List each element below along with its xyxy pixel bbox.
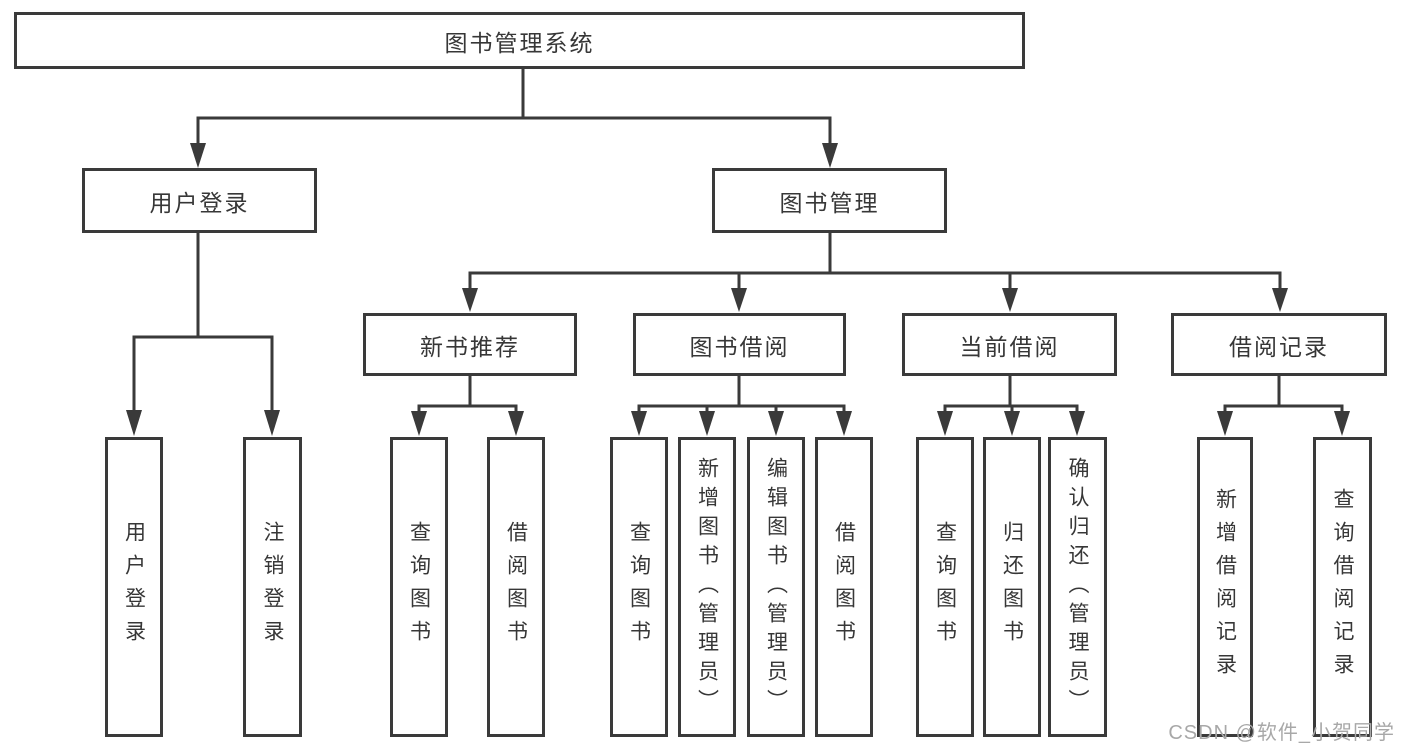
node-book-borrowing: 图书借阅 <box>633 313 846 376</box>
arrowhead <box>731 288 747 312</box>
leaf-confirm-return-admin: 确认归还（管理员） <box>1048 437 1107 737</box>
connector-line <box>196 69 832 144</box>
leaf-query-books-recommend: 查询图书 <box>390 437 448 737</box>
arrowhead <box>190 143 206 168</box>
arrowhead <box>1217 411 1233 436</box>
connector-line <box>1223 376 1344 413</box>
arrowhead <box>126 410 142 436</box>
arrowhead <box>768 411 784 436</box>
connector-new-book-branch <box>411 376 524 436</box>
node-new-book-recommend: 新书推荐 <box>363 313 577 376</box>
arrowhead <box>937 411 953 436</box>
arrowhead <box>1002 288 1018 312</box>
node-book-management: 图书管理 <box>712 168 947 233</box>
connector-current-borrow-branch <box>937 376 1085 436</box>
node-user-login: 用户登录 <box>82 168 317 233</box>
connector-borrow-records-branch <box>1217 376 1350 436</box>
connector-line <box>132 233 274 412</box>
node-borrowing-records: 借阅记录 <box>1171 313 1387 376</box>
arrowhead <box>631 411 647 436</box>
arrowhead <box>1334 411 1350 436</box>
leaf-add-book-admin: 新增图书（管理员） <box>678 437 736 737</box>
arrowhead <box>836 411 852 436</box>
arrowhead <box>1004 411 1020 436</box>
arrowhead <box>822 143 838 168</box>
leaf-return-book: 归还图书 <box>983 437 1041 737</box>
arrowhead <box>1069 411 1085 436</box>
arrowhead <box>1272 288 1288 312</box>
connector-user-login-branch <box>126 233 280 436</box>
leaf-borrow-books-recommend: 借阅图书 <box>487 437 545 737</box>
arrowhead <box>699 411 715 436</box>
connector-line <box>943 376 1079 413</box>
connector-line <box>417 376 518 413</box>
arrowhead <box>264 410 280 436</box>
leaf-logout: 注销登录 <box>243 437 302 737</box>
arrowhead <box>411 411 427 436</box>
leaf-query-books-current: 查询图书 <box>916 437 974 737</box>
arrowhead <box>462 288 478 312</box>
connector-root-to-level2 <box>190 69 838 168</box>
leaf-query-books-borrowing: 查询图书 <box>610 437 668 737</box>
connector-line <box>637 376 846 413</box>
csdn-watermark: CSDN @软件_小贺同学 <box>1168 722 1395 744</box>
node-system-root: 图书管理系统 <box>14 12 1025 69</box>
leaf-borrow-books-borrowing: 借阅图书 <box>815 437 873 737</box>
leaf-query-borrow-record: 查询借阅记录 <box>1313 437 1372 737</box>
connector-book-borrow-branch <box>631 376 852 436</box>
leaf-add-borrow-record: 新增借阅记录 <box>1197 437 1253 737</box>
leaf-edit-book-admin: 编辑图书（管理员） <box>747 437 805 737</box>
node-current-borrowing: 当前借阅 <box>902 313 1117 376</box>
connector-line <box>468 233 1282 290</box>
connector-book-mgmt-to-level3 <box>462 233 1288 312</box>
leaf-user-login: 用户登录 <box>105 437 163 737</box>
arrowhead <box>508 411 524 436</box>
